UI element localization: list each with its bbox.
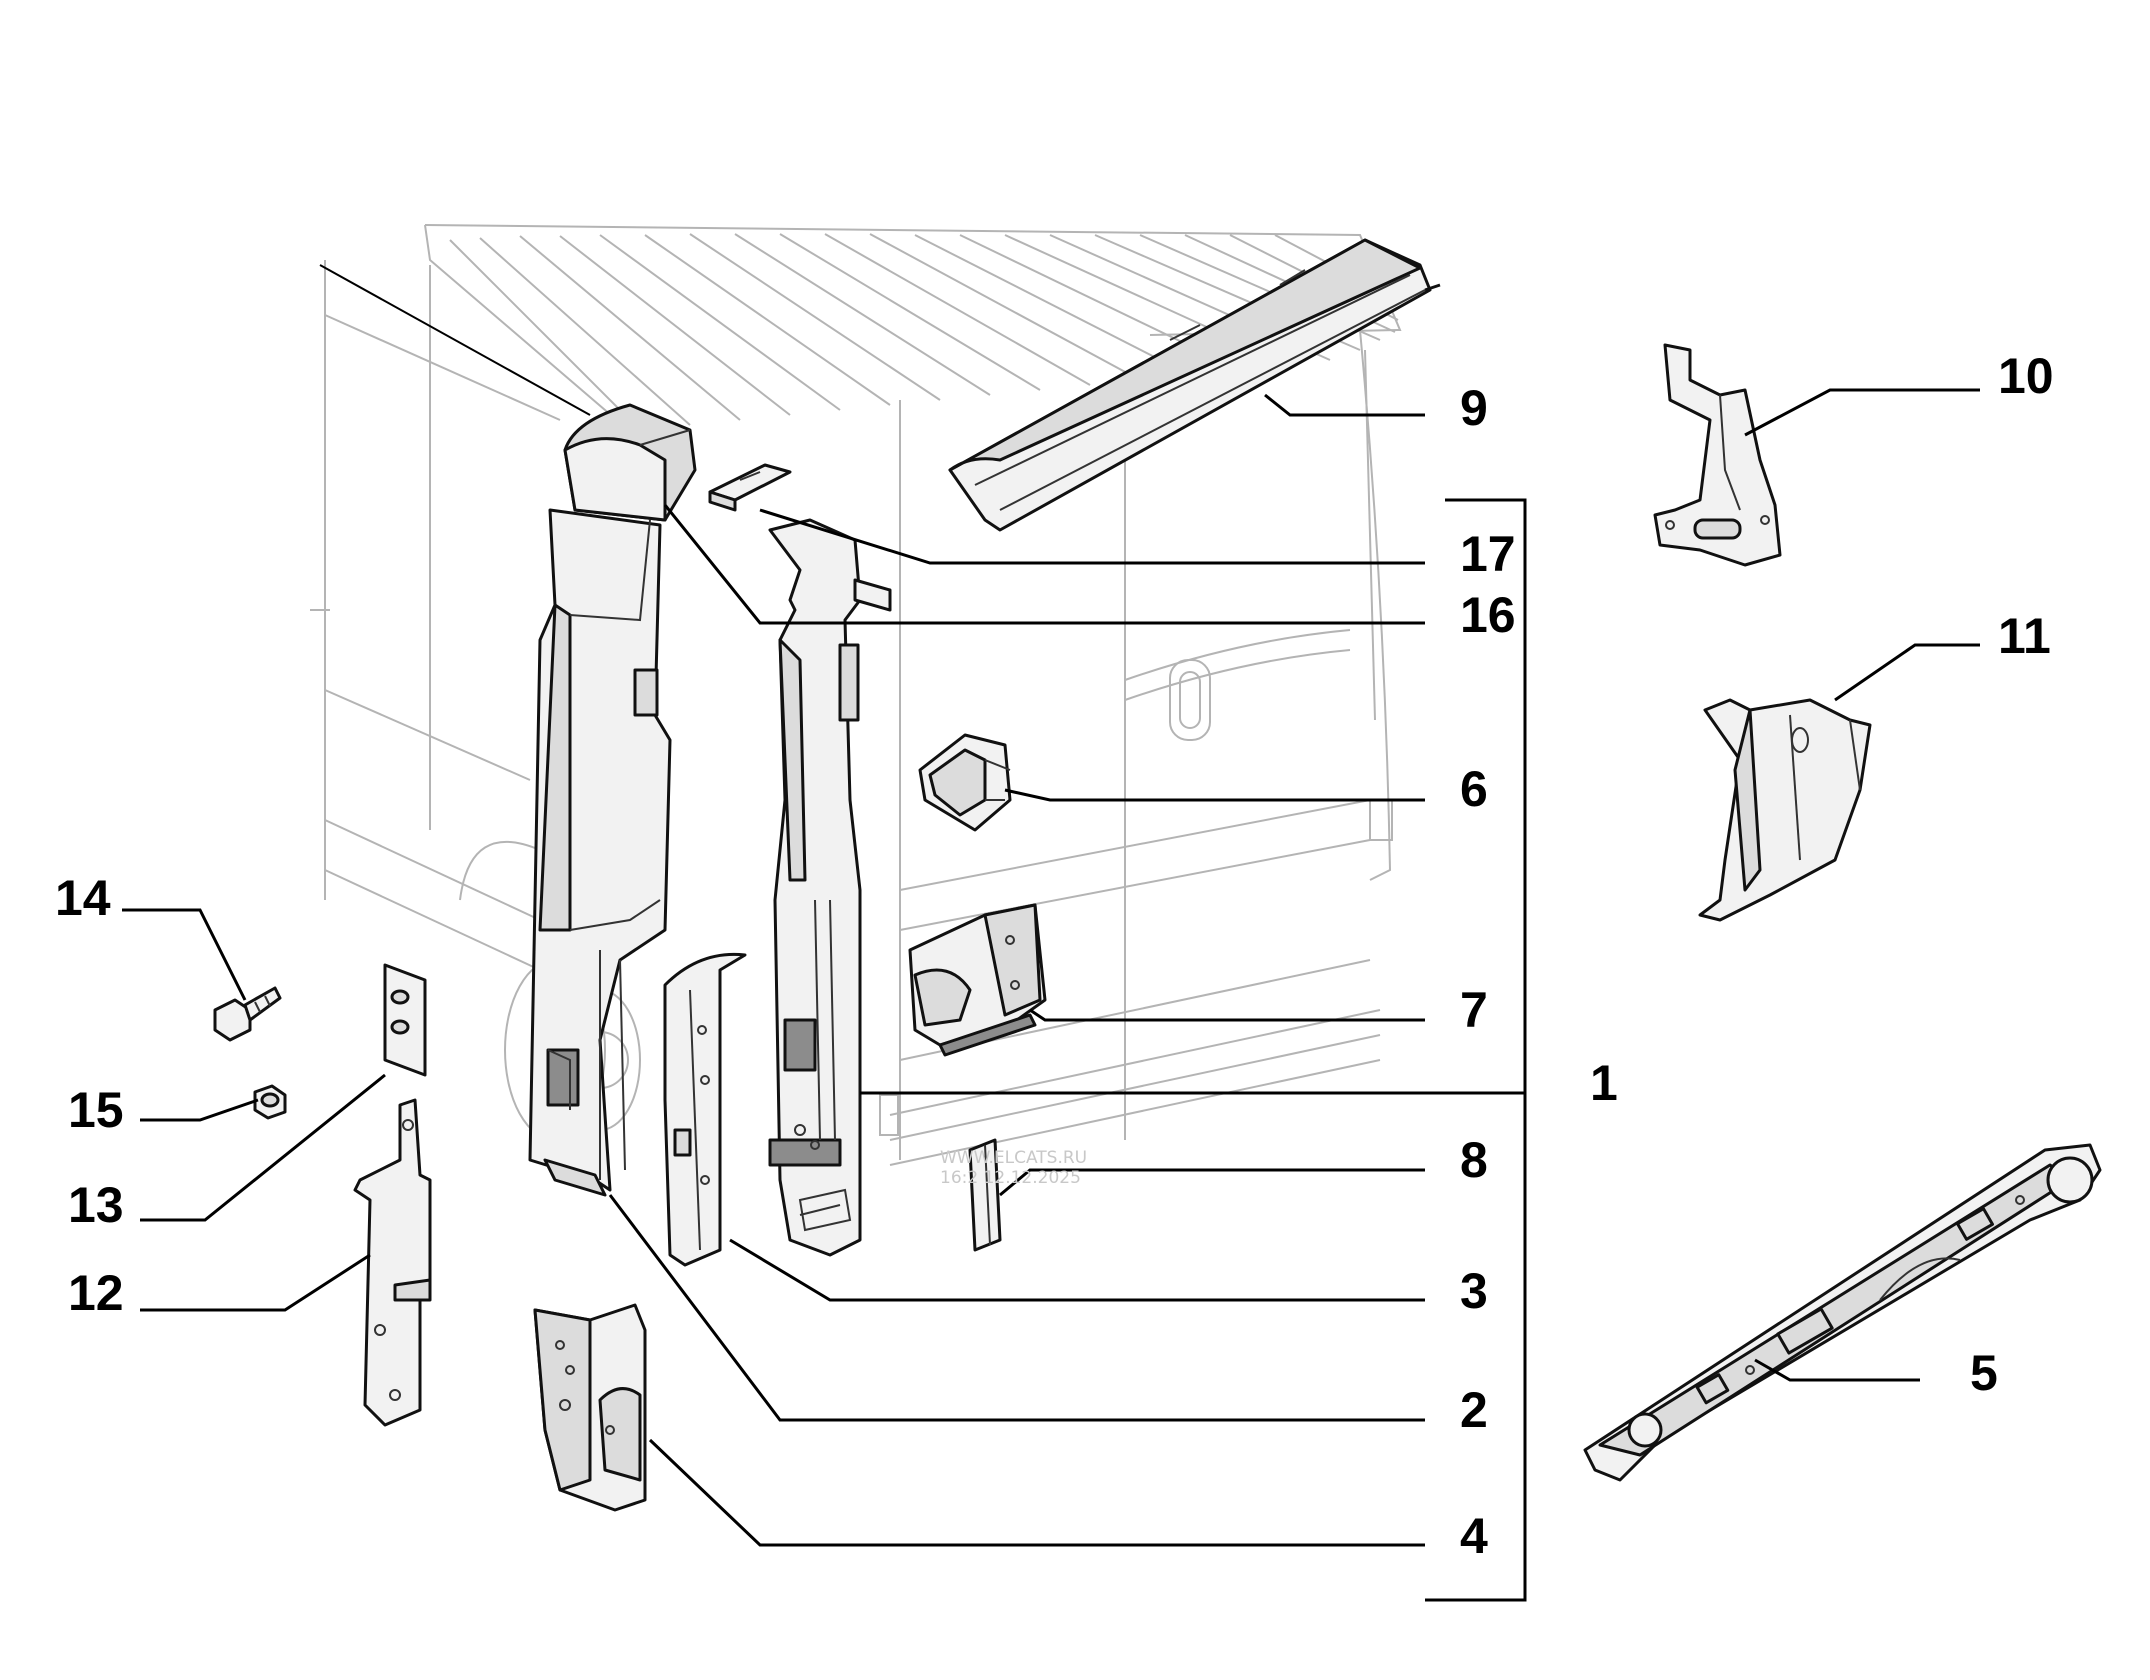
van-body-outline bbox=[310, 224, 1402, 1166]
leader-lines bbox=[122, 388, 1980, 1602]
leader-17 bbox=[759, 508, 1425, 565]
part-9-roof-rear-rail bbox=[948, 238, 1441, 532]
callout-1: 1 bbox=[1590, 1055, 1618, 1111]
leader-16 bbox=[663, 504, 1425, 625]
part-14-bolt bbox=[213, 986, 282, 1042]
callout-14: 14 bbox=[55, 870, 111, 926]
callout-numbers: 9 10 11 17 16 6 7 1 8 3 2 4 5 14 15 13 1… bbox=[55, 348, 2054, 1564]
callout-6: 6 bbox=[1460, 761, 1488, 817]
leader-4 bbox=[648, 1438, 1425, 1547]
callout-13: 13 bbox=[68, 1177, 124, 1233]
part-1-inner-pillar bbox=[768, 518, 892, 1257]
leader-10 bbox=[1744, 388, 1980, 437]
callout-7: 7 bbox=[1460, 982, 1488, 1038]
outline-stroke bbox=[319, 264, 591, 416]
part-4-lower-bracket bbox=[533, 1303, 647, 1512]
part-11-bracket bbox=[1698, 698, 1872, 922]
callout-12: 12 bbox=[68, 1265, 124, 1321]
part-16-pillar-cap bbox=[563, 403, 697, 522]
part-6-bracket bbox=[918, 733, 1012, 832]
leader-14 bbox=[122, 908, 247, 1001]
leader-12 bbox=[140, 1253, 371, 1312]
callout-10: 10 bbox=[1998, 348, 2054, 404]
part-10-bracket bbox=[1653, 343, 1782, 567]
leader-13 bbox=[140, 1073, 386, 1222]
leader-15 bbox=[140, 1098, 259, 1122]
part-2-outer-pillar bbox=[528, 508, 672, 1197]
part-15-nut bbox=[253, 1084, 287, 1120]
group-bracket bbox=[1425, 498, 1527, 1602]
leader-8 bbox=[999, 1168, 1425, 1197]
leader-6 bbox=[1004, 788, 1425, 802]
callout-11: 11 bbox=[1998, 608, 2051, 664]
watermark: WWW.ELCATS.RU 16:2 12.12.2025 bbox=[940, 1148, 1087, 1188]
part-13-plate bbox=[383, 963, 427, 1077]
callout-2: 2 bbox=[1460, 1382, 1488, 1438]
leader-9 bbox=[1264, 393, 1425, 417]
part-17-plate bbox=[708, 463, 792, 512]
callout-3: 3 bbox=[1460, 1263, 1488, 1319]
callout-15: 15 bbox=[68, 1082, 124, 1138]
leader-7 bbox=[1029, 1008, 1425, 1022]
part-3-reinforcement bbox=[663, 952, 747, 1267]
callout-16: 16 bbox=[1460, 587, 1516, 643]
part-7-lock-reinforcement bbox=[908, 903, 1047, 1057]
watermark-line-1: WWW.ELCATS.RU bbox=[940, 1148, 1087, 1168]
callout-5: 5 bbox=[1970, 1345, 1998, 1401]
callout-8: 8 bbox=[1460, 1132, 1488, 1188]
leader-5 bbox=[1754, 1358, 1920, 1382]
leader-3 bbox=[729, 1238, 1425, 1302]
roof-ribs bbox=[449, 233, 1399, 431]
leader-11 bbox=[1834, 643, 1980, 702]
part-8-channel bbox=[968, 1138, 1002, 1252]
callout-4: 4 bbox=[1460, 1508, 1488, 1564]
part-5-lower-cross-member bbox=[1583, 1143, 2102, 1482]
callout-9: 9 bbox=[1460, 380, 1488, 436]
callout-17: 17 bbox=[1460, 526, 1516, 582]
leader-2 bbox=[608, 1194, 1425, 1422]
part-12-plate bbox=[353, 1098, 432, 1427]
watermark-line-2: 16:2 12.12.2025 bbox=[940, 1168, 1081, 1188]
